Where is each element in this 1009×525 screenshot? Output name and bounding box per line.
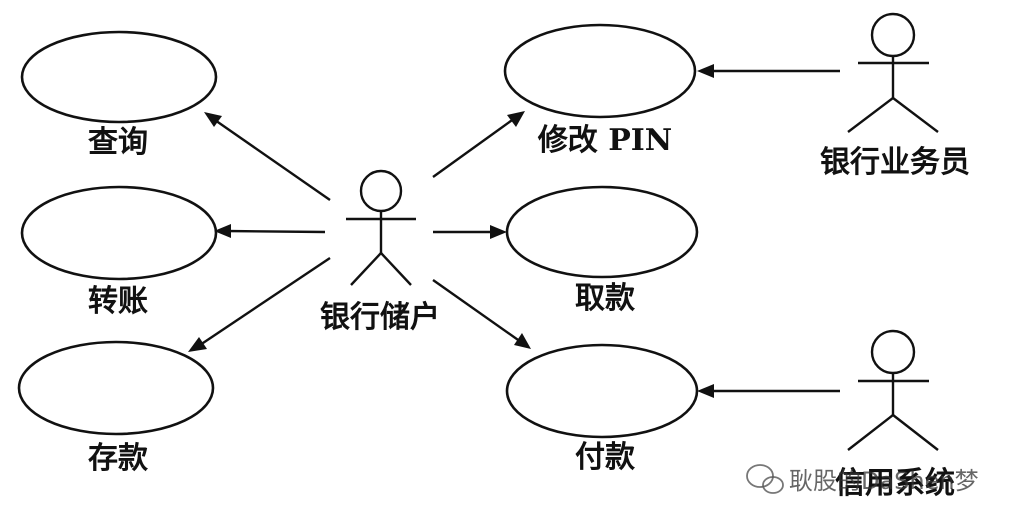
use-case-transfer: 转账: [20, 185, 218, 319]
use-case-ellipse: [20, 30, 218, 124]
use-case-label: 修改 PIN: [537, 123, 672, 158]
association-depositor-transfer: [214, 224, 326, 238]
actor-credit: 信用系统: [835, 329, 955, 501]
associations: [188, 64, 840, 398]
stick-figure-icon: [847, 12, 939, 133]
actor-label: 银行业务员: [820, 145, 970, 180]
arrowhead: [514, 333, 531, 349]
use-case-change-pin: 修改 PIN: [503, 23, 697, 158]
association-credit-pay: [697, 384, 840, 398]
association-depositor-query: [204, 112, 331, 201]
actor-label: 信用系统: [835, 466, 955, 501]
watermark-text: 耿股的DaShen梦: [789, 467, 979, 495]
use-case-ellipse: [20, 185, 218, 281]
actor-clerk: 银行业务员: [820, 12, 970, 180]
arrowhead: [188, 337, 207, 352]
arrowhead: [697, 64, 714, 78]
use-case-query: 查询: [20, 30, 218, 160]
association-depositor-pay: [432, 279, 531, 349]
use-case-deposit: 存款: [17, 340, 215, 476]
use-case-label: 付款: [575, 440, 636, 475]
stick-figure-icon: [847, 329, 939, 451]
watermark: 耿股的DaShen梦: [746, 464, 979, 495]
association-depositor-deposit: [188, 257, 331, 352]
arrowhead: [490, 225, 507, 239]
use-case-label: 转账: [88, 284, 148, 319]
use-case-pay: 付款: [505, 343, 699, 475]
arrowhead: [214, 224, 231, 238]
use-case-ellipse: [505, 343, 699, 439]
use-case-label: 存款: [88, 441, 149, 476]
wechat-icon: [746, 464, 784, 494]
use-case-ellipse: [17, 340, 215, 436]
actor-depositor: 银行储户: [320, 169, 440, 335]
use-case-withdraw: 取款: [505, 185, 699, 316]
association-clerk-change-pin: [697, 64, 840, 78]
arrowhead: [204, 112, 222, 127]
arrowhead: [507, 111, 525, 127]
use-case-label: 查询: [88, 125, 148, 160]
association-depositor-withdraw: [433, 225, 507, 239]
use-case-ellipse: [503, 23, 697, 119]
stick-figure-icon: [346, 169, 416, 286]
use-case-label: 取款: [575, 281, 636, 316]
association-depositor-change-pin: [432, 111, 525, 178]
arrowhead: [697, 384, 714, 398]
use-case-ellipse: [505, 185, 699, 279]
actor-label: 银行储户: [320, 300, 440, 335]
